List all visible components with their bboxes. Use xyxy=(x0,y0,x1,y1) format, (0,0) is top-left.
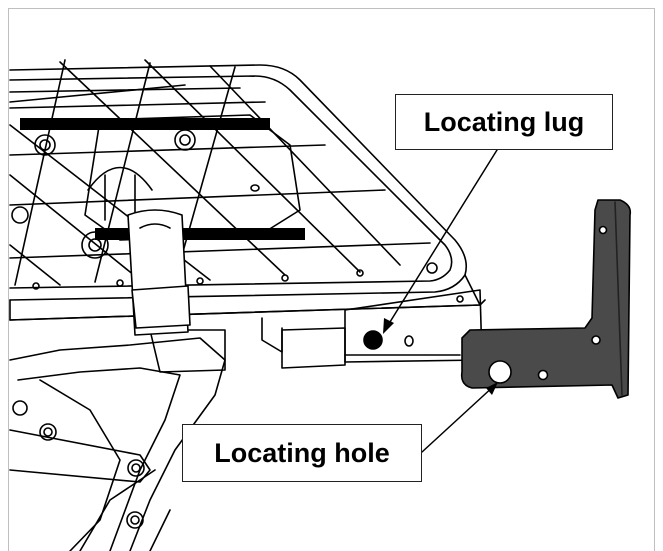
leader-line-lug xyxy=(384,149,498,331)
locating-bracket xyxy=(460,199,632,399)
front-clip xyxy=(127,209,191,336)
callout-locating-lug-label: Locating lug xyxy=(423,106,585,137)
arrowhead-hole xyxy=(486,382,498,395)
callout-locating-hole-label: Locating hole xyxy=(214,437,390,468)
mesh-deck xyxy=(9,59,481,321)
arrowhead-lug xyxy=(383,318,394,334)
leader-line-hole xyxy=(421,384,496,453)
callout-locating-lug: Locating lug xyxy=(395,94,613,150)
slide-rail xyxy=(9,289,486,369)
callout-locating-hole: Locating hole xyxy=(182,424,422,482)
